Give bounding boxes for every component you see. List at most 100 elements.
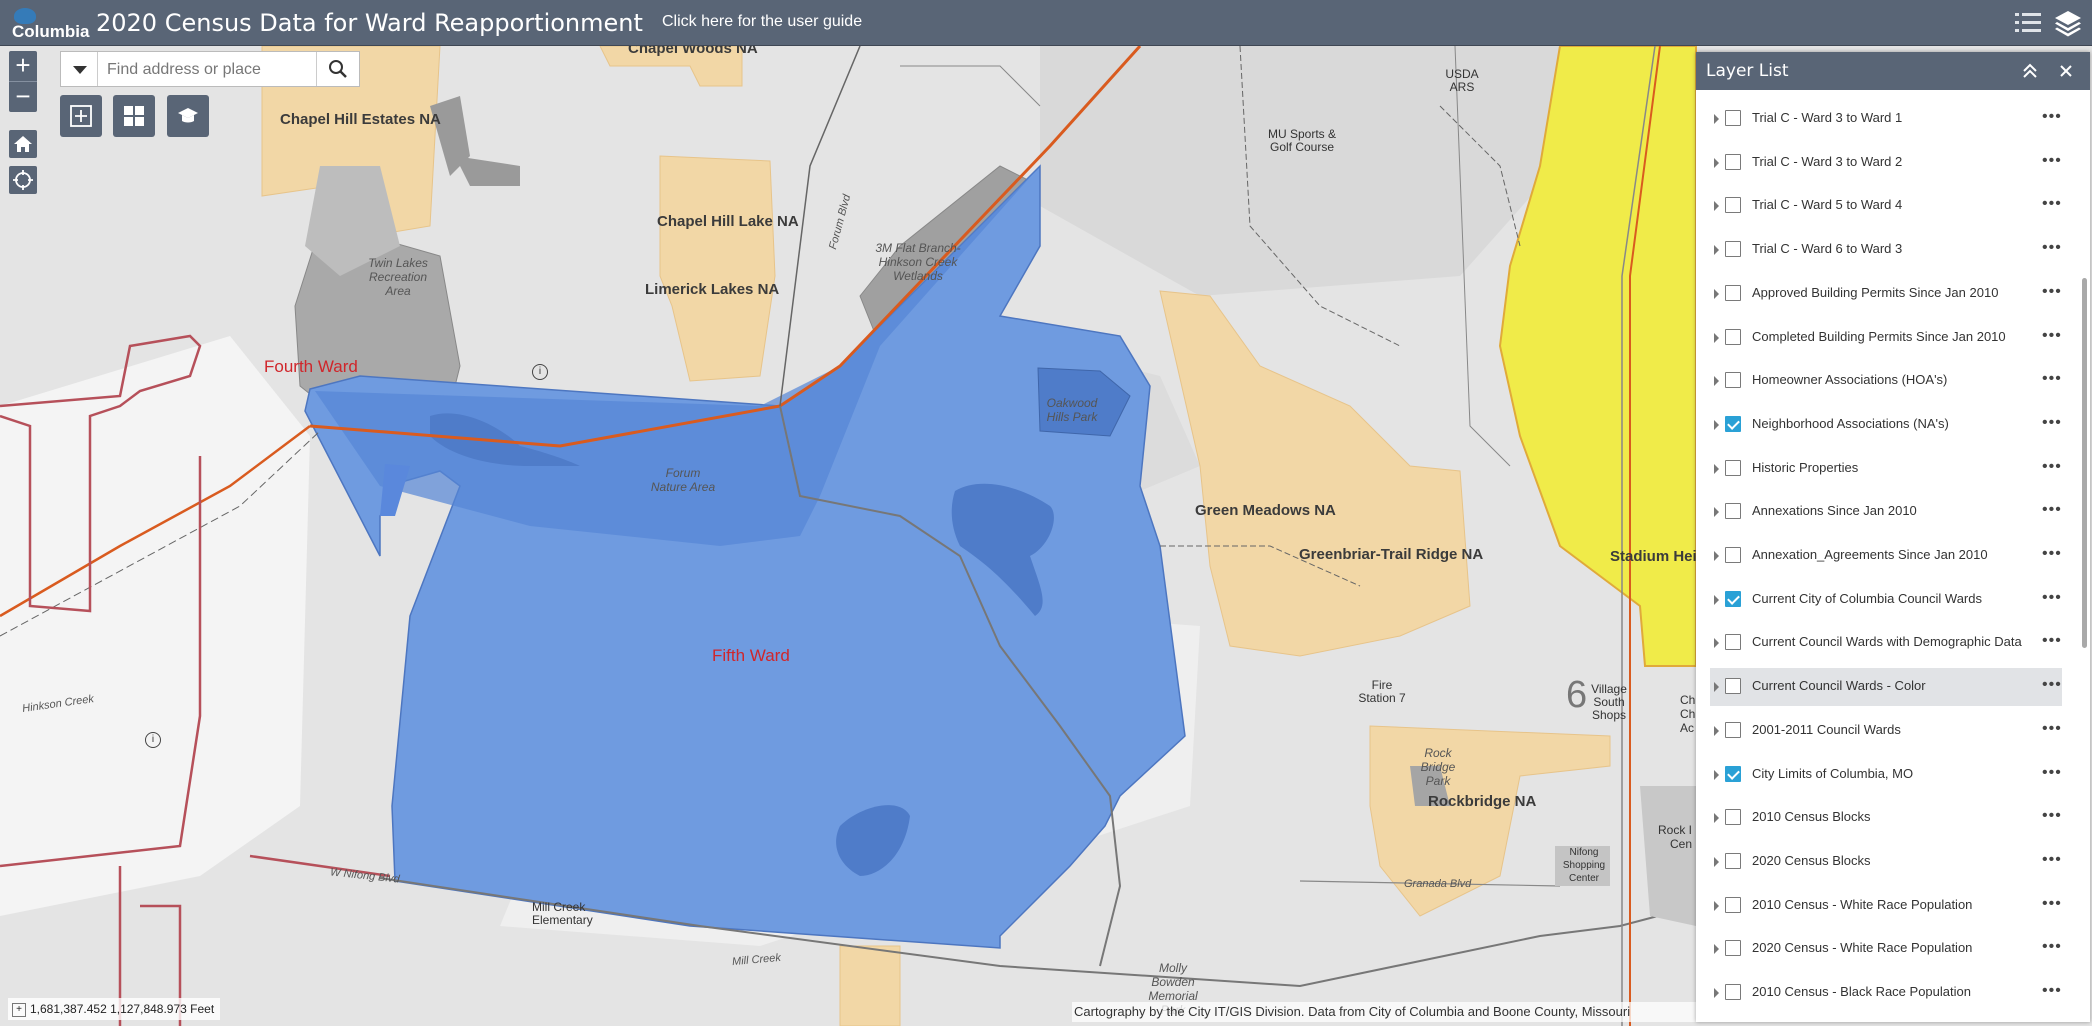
expand-caret-icon[interactable] (1714, 988, 1719, 998)
layer-options-icon[interactable]: ••• (2042, 850, 2062, 868)
layer-row[interactable]: Trial C - Ward 5 to Ward 4 ••• (1710, 187, 2062, 225)
layer-visibility-checkbox[interactable] (1725, 852, 1741, 869)
layer-options-icon[interactable]: ••• (2042, 413, 2062, 431)
expand-caret-icon[interactable] (1714, 507, 1719, 518)
expand-caret-icon[interactable] (1714, 900, 1719, 911)
layer-row[interactable]: Current Council Wards with Demographic D… (1710, 624, 2062, 662)
layer-visibility-checkbox[interactable] (1725, 765, 1741, 782)
layer-row[interactable]: City Limits of Columbia, MO••• (1710, 756, 2062, 794)
info-marker-icon[interactable]: i (532, 364, 548, 380)
layer-row[interactable]: 2020 Census Blocks ••• (1710, 843, 2062, 881)
layer-options-icon[interactable]: ••• (2042, 894, 2062, 912)
info-marker-icon[interactable]: i (145, 732, 161, 748)
layer-visibility-checkbox[interactable] (1725, 634, 1741, 651)
layer-row[interactable]: 2010 Census Blocks ••• (1710, 799, 2062, 837)
layer-visibility-checkbox[interactable] (1725, 459, 1741, 476)
layer-label[interactable]: Neighborhood Associations (NA's) (1752, 415, 1949, 431)
layer-label[interactable]: Completed Building Permits Since Jan 201… (1752, 328, 2006, 344)
layer-label[interactable]: Trial C - Ward 5 to Ward 4 (1752, 197, 1903, 213)
layer-row[interactable]: 2001-2011 Council Wards ••• (1710, 712, 2062, 750)
layer-label[interactable]: City Limits of Columbia, MO (1752, 765, 1914, 781)
layer-options-icon[interactable]: ••• (2042, 719, 2062, 737)
layer-row[interactable]: 2010 Census - White Race Population ••• (1710, 887, 2062, 925)
layer-options-icon[interactable]: ••• (2042, 282, 2062, 300)
layer-options-icon[interactable]: ••• (2042, 982, 2062, 999)
layer-list-scrollbar[interactable] (2082, 278, 2087, 648)
layer-row[interactable]: Trial C - Ward 3 to Ward 2••• (1710, 144, 2062, 182)
layer-row[interactable]: Annexation_Agreements Since Jan 2010••• (1710, 537, 2062, 575)
layer-visibility-checkbox[interactable] (1725, 372, 1741, 389)
layer-visibility-checkbox[interactable] (1725, 984, 1741, 1000)
zoom-out-button[interactable]: − (9, 81, 37, 112)
layer-label[interactable]: Current Council Wards - Color (1752, 678, 1926, 694)
layer-visibility-checkbox[interactable] (1725, 241, 1741, 258)
layer-visibility-checkbox[interactable] (1725, 503, 1741, 520)
layers-icon[interactable] (2052, 8, 2084, 38)
about-button[interactable] (167, 95, 209, 137)
layer-label[interactable]: Annexations Since Jan 2010 (1752, 503, 1917, 519)
layer-options-icon[interactable]: ••• (2042, 676, 2062, 694)
search-input[interactable] (105, 57, 309, 83)
expand-caret-icon[interactable] (1714, 114, 1719, 124)
layer-options-icon[interactable]: ••• (2042, 807, 2062, 825)
layer-row[interactable]: Completed Building Permits Since Jan 201… (1710, 319, 2062, 357)
layer-row[interactable]: Historic Properties ••• (1710, 450, 2062, 488)
layer-row[interactable]: Neighborhood Associations (NA's) ••• (1710, 406, 2062, 444)
layer-visibility-checkbox[interactable] (1725, 284, 1741, 301)
layer-label[interactable]: 2010 Census - Black Race Population (1752, 984, 1971, 999)
layer-options-icon[interactable]: ••• (2042, 938, 2062, 956)
search-button[interactable] (316, 52, 359, 86)
layer-label[interactable]: 2020 Census - White Race Population (1752, 940, 1973, 956)
layer-visibility-checkbox[interactable] (1725, 896, 1741, 913)
layer-options-icon[interactable]: ••• (2042, 588, 2062, 606)
layer-row[interactable]: Annexations Since Jan 2010 ••• (1710, 493, 2062, 531)
layer-row[interactable]: Current City of Columbia Council Wards ••… (1710, 581, 2062, 619)
layer-options-icon[interactable]: ••• (2042, 457, 2062, 475)
zoom-in-button[interactable]: + (15, 50, 31, 80)
user-guide-link[interactable]: Click here for the user guide (662, 13, 863, 30)
layer-options-icon[interactable]: ••• (2042, 370, 2062, 388)
coordinate-toggle-icon[interactable]: + (12, 1002, 26, 1017)
layer-label[interactable]: Current City of Columbia Council Wards (1752, 590, 1982, 606)
expand-caret-icon[interactable] (1714, 419, 1719, 430)
layer-row[interactable]: 2010 Census - Black Race Population ••• (1710, 974, 2062, 1012)
expand-caret-icon[interactable] (1714, 638, 1719, 649)
expand-caret-icon[interactable] (1714, 725, 1719, 736)
map-canvas[interactable] (0, 46, 2092, 1026)
collapse-panel-button[interactable] (2018, 59, 2042, 83)
search-source-dropdown[interactable] (61, 52, 98, 86)
layer-visibility-checkbox[interactable] (1725, 153, 1741, 170)
expand-caret-icon[interactable] (1714, 813, 1719, 824)
layer-visibility-checkbox[interactable] (1725, 809, 1741, 826)
layer-options-icon[interactable]: ••• (2042, 501, 2062, 519)
layer-label[interactable]: 2001-2011 Council Wards (1752, 721, 1901, 737)
layer-visibility-checkbox[interactable] (1725, 415, 1741, 432)
layer-list-body[interactable]: Trial C - Ward 3 to Ward 1••• Trial C - W… (1696, 90, 2090, 1022)
layer-row[interactable]: 2020 Census - White Race Population ••• (1710, 930, 2062, 968)
layer-options-icon[interactable]: ••• (2042, 239, 2062, 257)
layer-row[interactable]: Trial C - Ward 3 to Ward 1••• (1710, 100, 2062, 138)
layer-visibility-checkbox[interactable] (1725, 940, 1741, 957)
layer-label[interactable]: Trial C - Ward 6 to Ward 3 (1752, 241, 1903, 257)
layer-row[interactable]: Homeowner Associations (HOA's) ••• (1710, 362, 2062, 400)
layer-options-icon[interactable]: ••• (2042, 195, 2062, 213)
layer-label[interactable]: Annexation_Agreements Since Jan 2010 (1752, 547, 1988, 562)
layer-visibility-checkbox[interactable] (1725, 721, 1741, 738)
layer-row[interactable]: Current Council Wards - Color ••• (1710, 668, 2062, 707)
layer-label[interactable]: 2010 Census Blocks (1752, 809, 1871, 825)
layer-visibility-checkbox[interactable] (1725, 328, 1741, 345)
layer-label[interactable]: 2010 Census - White Race Population (1752, 896, 1973, 912)
expand-caret-icon[interactable] (1714, 288, 1719, 299)
close-panel-button[interactable] (2054, 59, 2078, 83)
layer-label[interactable]: Historic Properties (1752, 459, 1859, 475)
expand-caret-icon[interactable] (1714, 332, 1719, 343)
layer-visibility-checkbox[interactable] (1725, 678, 1741, 695)
expand-caret-icon[interactable] (1714, 463, 1719, 474)
home-button[interactable] (9, 130, 37, 158)
basemap-gallery-button[interactable] (113, 95, 155, 137)
layer-label[interactable]: 2020 Census Blocks (1752, 852, 1871, 868)
expand-caret-icon[interactable] (1714, 245, 1719, 256)
expand-caret-icon[interactable] (1714, 594, 1719, 605)
layer-visibility-checkbox[interactable] (1725, 590, 1741, 607)
layer-label[interactable]: Homeowner Associations (HOA's) (1752, 372, 1948, 388)
